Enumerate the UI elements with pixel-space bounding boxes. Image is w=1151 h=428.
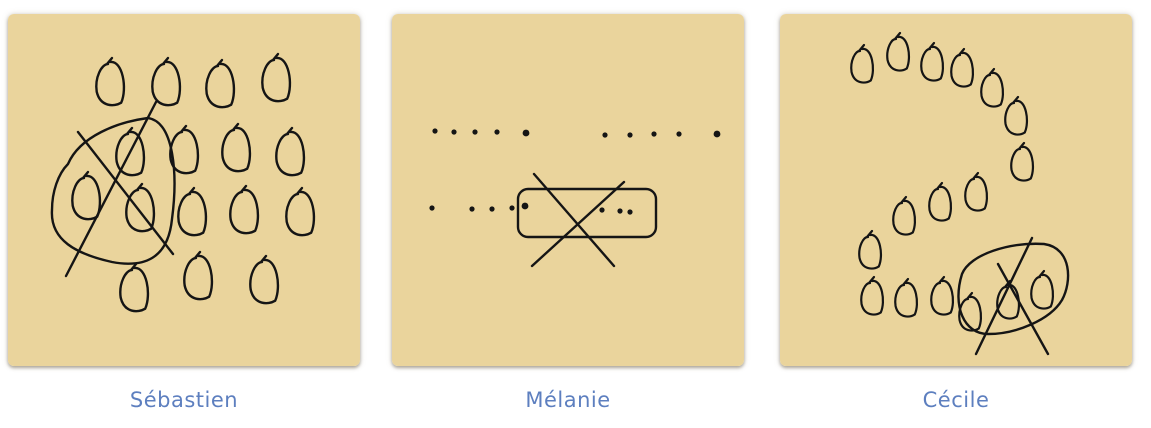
- dot-mark: [627, 209, 632, 214]
- dot-mark: [494, 129, 499, 134]
- dot-mark: [599, 207, 604, 212]
- dot-mark: [432, 128, 437, 133]
- dot-mark: [429, 205, 434, 210]
- caption-melanie: Mélanie: [392, 388, 744, 412]
- panel-melanie: [392, 14, 744, 366]
- drawing-sebastien: [8, 14, 360, 366]
- dot-mark: [522, 203, 529, 210]
- panel-sebastien: [8, 14, 360, 366]
- dot-mark: [451, 129, 456, 134]
- caption-sebastien: Sébastien: [8, 388, 360, 412]
- dot-mark: [472, 129, 477, 134]
- dot-mark: [617, 208, 622, 213]
- drawing-melanie: [392, 14, 744, 366]
- dot-mark: [602, 132, 607, 137]
- dot-mark: [676, 131, 681, 136]
- dot-mark: [509, 205, 514, 210]
- drawing-cecile: [780, 14, 1132, 366]
- dot-mark: [489, 206, 494, 211]
- dot-mark: [714, 131, 721, 138]
- dot-mark: [627, 132, 632, 137]
- dot-mark: [523, 130, 530, 137]
- dot-mark: [469, 206, 474, 211]
- panel-cecile: [780, 14, 1132, 366]
- caption-cecile: Cécile: [780, 388, 1132, 412]
- dot-mark: [651, 131, 656, 136]
